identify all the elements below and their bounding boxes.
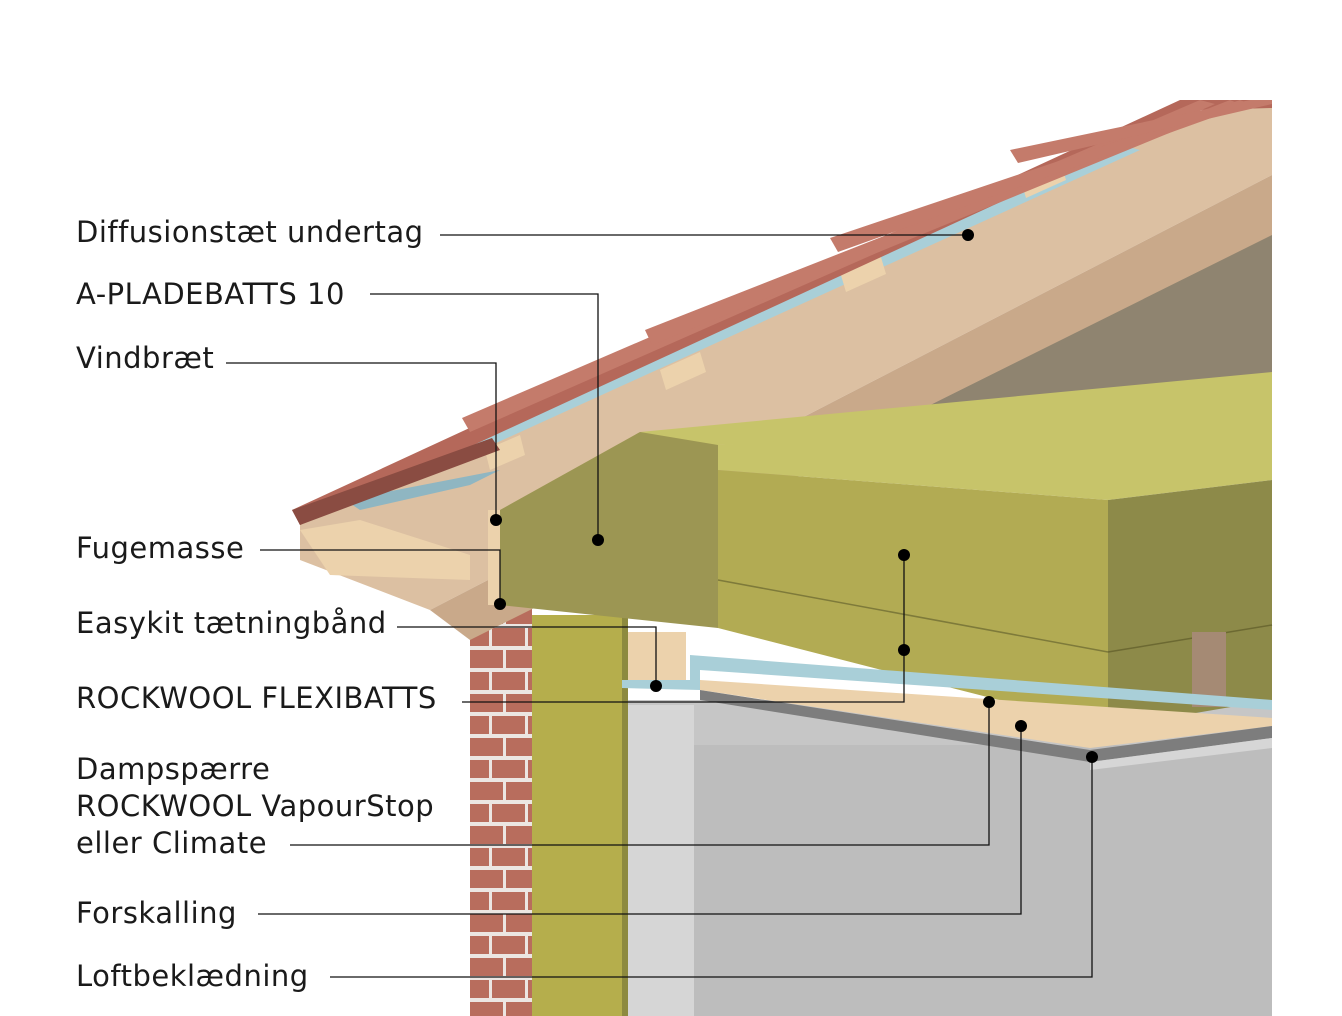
brick <box>492 980 525 998</box>
dot-dampsparre <box>983 696 995 708</box>
leader-dampsparre <box>290 702 990 846</box>
brick <box>492 848 525 866</box>
brick <box>506 826 532 844</box>
brick <box>470 760 489 778</box>
brick <box>506 958 532 976</box>
brick <box>492 716 525 734</box>
dot-flexibatts-upper <box>898 549 910 561</box>
label-dampsparre-line2: ROCKWOOL VapourStop <box>76 789 435 823</box>
brick <box>470 980 489 998</box>
brick <box>528 936 532 954</box>
brick <box>470 892 489 910</box>
wall-insulation <box>532 615 628 1016</box>
label-apladebatts: A-PLADEBATTS 10 <box>76 277 345 311</box>
vindbraet-board <box>488 510 686 684</box>
dot-loftbeklaedning <box>1086 751 1098 763</box>
brick <box>470 716 489 734</box>
brick <box>470 914 503 932</box>
brick <box>506 870 532 888</box>
brick <box>492 936 525 954</box>
brick <box>492 628 525 646</box>
dot-apladebatts <box>592 534 604 546</box>
brick <box>506 914 532 932</box>
label-easykit: Easykit tætningbånd <box>76 606 387 640</box>
brick <box>506 1002 532 1016</box>
dot-diffusion <box>962 229 974 241</box>
brick <box>528 892 532 910</box>
label-diffusion: Diffusionstæt undertag <box>76 215 424 249</box>
leader-lines <box>226 234 1093 978</box>
brick <box>492 760 525 778</box>
label-loftbeklaedning: Loftbeklædning <box>76 959 309 993</box>
dot-easykit <box>650 680 662 692</box>
brick <box>492 804 525 822</box>
brick <box>492 892 525 910</box>
brick <box>528 804 532 822</box>
brick <box>506 694 532 712</box>
brick <box>470 958 503 976</box>
callout-dots <box>490 229 1098 763</box>
leader-fugemasse <box>260 549 501 604</box>
brick <box>470 804 489 822</box>
brick <box>470 870 503 888</box>
brick <box>506 782 532 800</box>
ceiling-layers <box>622 655 1272 770</box>
label-flexibatts: ROCKWOOL FLEXIBATTS <box>76 681 437 715</box>
brick <box>506 738 532 756</box>
brick <box>492 672 525 690</box>
dot-vindbraet <box>490 514 502 526</box>
leader-loftbeklaedning <box>330 757 1093 978</box>
brick <box>528 848 532 866</box>
brick-wall <box>470 603 532 1016</box>
brick <box>470 848 489 866</box>
label-dampsparre-line1: Dampspærre <box>76 752 271 786</box>
dot-forskalling <box>1015 720 1027 732</box>
brick <box>470 782 503 800</box>
brick <box>470 650 503 668</box>
roof-tiles <box>292 100 1272 525</box>
brick <box>528 716 532 734</box>
leader-apladebatts <box>370 293 599 540</box>
brick <box>506 650 532 668</box>
label-fugemasse: Fugemasse <box>76 531 245 565</box>
brick <box>470 738 503 756</box>
brick <box>470 694 503 712</box>
brick <box>528 760 532 778</box>
dot-fugemasse <box>494 598 506 610</box>
dot-flexibatts-lower <box>898 644 910 656</box>
brick <box>470 936 489 954</box>
label-forskalling: Forskalling <box>76 896 237 930</box>
brick <box>528 672 532 690</box>
leader-forskalling <box>258 726 1022 915</box>
leader-easykit <box>397 626 657 686</box>
leader-flexibatts <box>462 555 905 703</box>
brick <box>528 980 532 998</box>
leader-vindbraet <box>226 362 497 520</box>
flexibatts-block <box>717 410 1273 728</box>
brick <box>470 672 489 690</box>
brick <box>528 628 532 646</box>
label-vindbraet: Vindbræt <box>76 341 215 375</box>
brick <box>470 826 503 844</box>
label-dampsparre-line3: eller Climate <box>76 826 268 860</box>
brick <box>470 1002 503 1016</box>
